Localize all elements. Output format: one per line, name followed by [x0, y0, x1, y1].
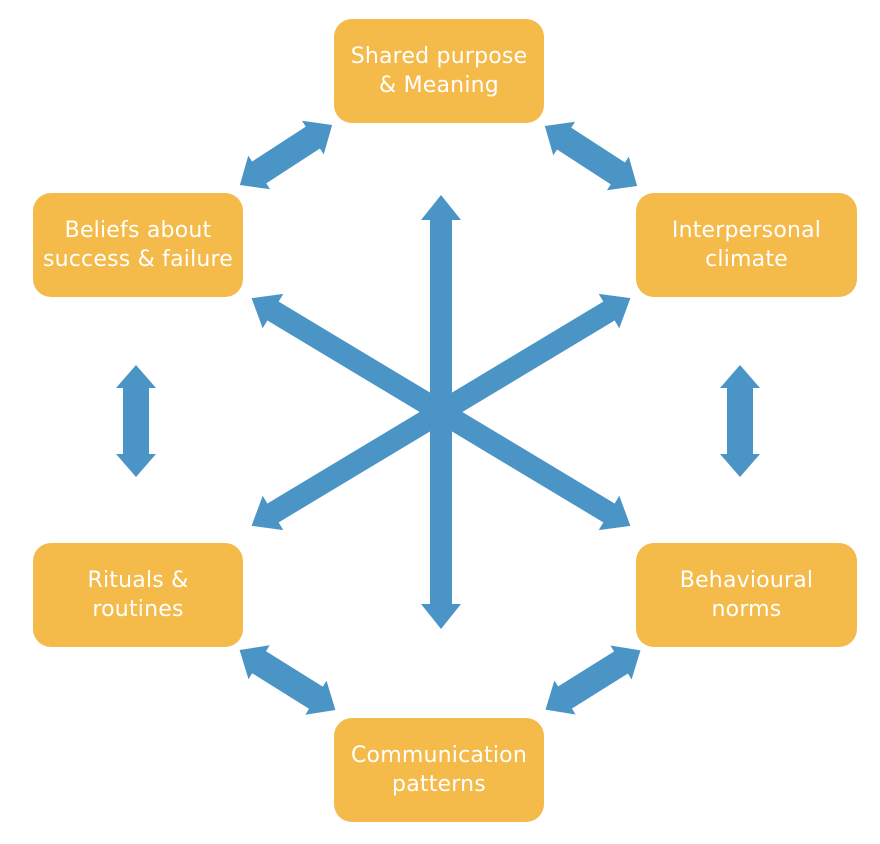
node-rituals-routines: Rituals & routines: [33, 543, 243, 647]
arrow-shared-purpose-interpersonal-climate: [533, 109, 649, 203]
node-label-line: norms: [711, 597, 782, 622]
node-label-line: routines: [92, 597, 184, 622]
arrowhead-icon: [720, 454, 760, 477]
arrow-interpersonal-climate-behavioural-norms: [720, 365, 760, 477]
node-label-line: Communication: [350, 742, 527, 768]
node-label-line: Interpersonal: [671, 217, 822, 243]
arrow-communication-patterns-behavioural-norms: [534, 633, 652, 727]
node-label-line: Beliefs about: [64, 217, 212, 243]
arrow-shaft: [123, 382, 149, 460]
arrowhead-icon: [116, 454, 156, 477]
node-label-line: climate: [705, 247, 788, 272]
node-label-line: success & failure: [42, 247, 234, 272]
node-communication-patterns: Communication patterns: [334, 718, 544, 822]
arrow-rituals-communication-patterns: [228, 633, 347, 727]
arrow-beliefs-shared-purpose: [228, 108, 344, 202]
node-label-line: Behavioural: [679, 567, 814, 593]
node-behavioural-norms: Behavioural norms: [636, 543, 857, 647]
arrowhead-icon: [421, 604, 461, 629]
arrow-beliefs-rituals: [116, 365, 156, 477]
node-beliefs-about-success-failure: Beliefs about success & failure: [33, 193, 243, 297]
node-shared-purpose: Shared purpose & Meaning: [334, 19, 544, 123]
arrow-shaft: [727, 382, 753, 460]
node-interpersonal-climate: Interpersonal climate: [636, 193, 857, 297]
node-label-line: & Meaning: [379, 73, 499, 98]
node-label-line: patterns: [392, 772, 486, 797]
node-label-line: Shared purpose: [350, 43, 528, 69]
node-label-line: Rituals &: [87, 567, 189, 593]
